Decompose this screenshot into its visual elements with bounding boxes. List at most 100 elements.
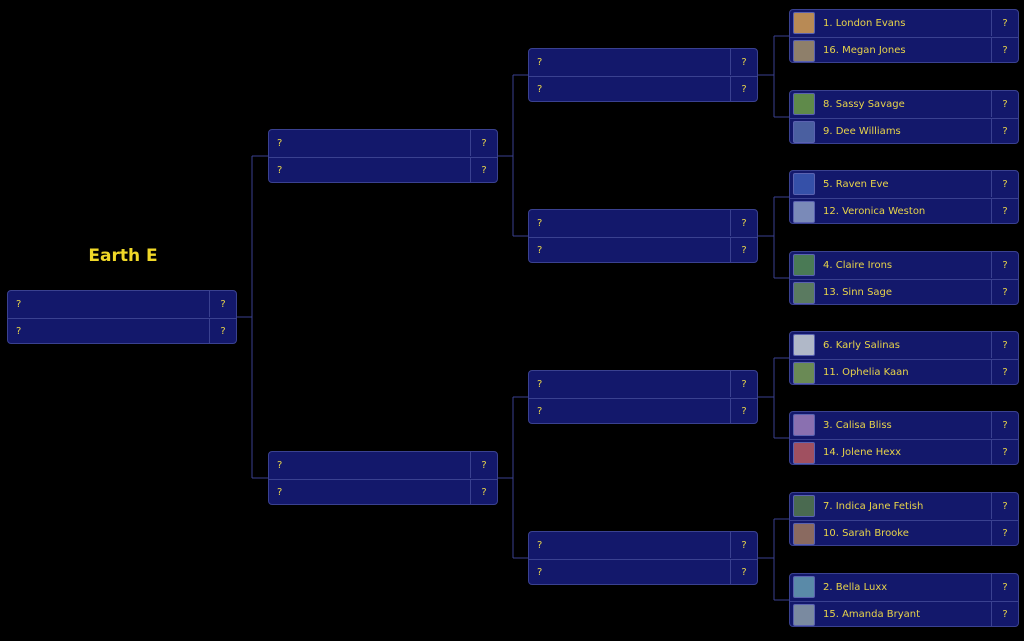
competitor-avatar [793, 201, 815, 223]
match-slot-bottom[interactable]: ?? [269, 157, 497, 183]
match-slot-top[interactable]: ?? [529, 532, 757, 558]
competitor-name: ? [269, 138, 470, 149]
match-slot-bottom[interactable]: 13. Sinn Sage? [790, 279, 1018, 305]
match-slot-bottom[interactable]: ?? [529, 76, 757, 102]
competitor-name: 8. Sassy Savage [815, 99, 991, 110]
competitor-avatar [793, 576, 815, 598]
score-cell[interactable]: ? [991, 91, 1018, 117]
score-cell[interactable]: ? [991, 119, 1018, 144]
score-cell[interactable]: ? [470, 480, 497, 505]
match-slot-bottom[interactable]: ?? [269, 479, 497, 505]
match-slot-top[interactable]: ?? [529, 49, 757, 75]
competitor-name: ? [269, 165, 470, 176]
score-cell[interactable]: ? [730, 77, 757, 102]
round1-match-8[interactable]: 2. Bella Luxx?15. Amanda Bryant? [789, 573, 1019, 627]
match-slot-bottom[interactable]: ?? [529, 237, 757, 263]
round1-match-7[interactable]: 7. Indica Jane Fetish?10. Sarah Brooke? [789, 492, 1019, 546]
match-slot-top[interactable]: 3. Calisa Bliss? [790, 412, 1018, 438]
score-cell[interactable]: ? [991, 171, 1018, 197]
score-cell[interactable]: ? [991, 38, 1018, 63]
match-slot-bottom[interactable]: 15. Amanda Bryant? [790, 601, 1018, 627]
score-cell[interactable]: ? [991, 412, 1018, 438]
round1-match-2[interactable]: 8. Sassy Savage?9. Dee Williams? [789, 90, 1019, 144]
match-slot-bottom[interactable]: 14. Jolene Hexx? [790, 439, 1018, 465]
round1-match-1[interactable]: 1. London Evans?16. Megan Jones? [789, 9, 1019, 63]
match-slot-top[interactable]: 2. Bella Luxx? [790, 574, 1018, 600]
score-cell[interactable]: ? [470, 130, 497, 156]
score-cell[interactable]: ? [991, 360, 1018, 385]
competitor-name: 15. Amanda Bryant [815, 609, 991, 620]
competitor-name: 6. Karly Salinas [815, 340, 991, 351]
score-cell[interactable]: ? [209, 291, 236, 317]
score-cell[interactable]: ? [730, 532, 757, 558]
competitor-name: 14. Jolene Hexx [815, 447, 991, 458]
score-cell[interactable]: ? [991, 199, 1018, 224]
score-cell[interactable]: ? [991, 280, 1018, 305]
round3-match-1[interactable]: ???? [268, 129, 498, 183]
score-cell[interactable]: ? [470, 158, 497, 183]
score-cell[interactable]: ? [730, 49, 757, 75]
competitor-name: ? [529, 379, 730, 390]
match-slot-bottom[interactable]: ?? [8, 318, 236, 344]
round2-match-4[interactable]: ???? [528, 531, 758, 585]
score-cell[interactable]: ? [209, 319, 236, 344]
round2-match-1[interactable]: ???? [528, 48, 758, 102]
score-cell[interactable]: ? [730, 210, 757, 236]
round3-match-2[interactable]: ???? [268, 451, 498, 505]
match-slot-top[interactable]: ?? [529, 371, 757, 397]
competitor-name: 9. Dee Williams [815, 126, 991, 137]
match-slot-bottom[interactable]: 12. Veronica Weston? [790, 198, 1018, 224]
match-slot-top[interactable]: 5. Raven Eve? [790, 171, 1018, 197]
match-slot-top[interactable]: 1. London Evans? [790, 10, 1018, 36]
round2-match-2[interactable]: ???? [528, 209, 758, 263]
match-slot-bottom[interactable]: 10. Sarah Brooke? [790, 520, 1018, 546]
competitor-avatar [793, 93, 815, 115]
match-slot-top[interactable]: ?? [529, 210, 757, 236]
final-match[interactable]: ???? [7, 290, 237, 344]
match-slot-top[interactable]: 4. Claire Irons? [790, 252, 1018, 278]
score-cell[interactable]: ? [730, 399, 757, 424]
competitor-avatar [793, 604, 815, 626]
competitor-avatar [793, 12, 815, 34]
competitor-avatar [793, 40, 815, 62]
competitor-name: ? [529, 57, 730, 68]
round1-match-6[interactable]: 3. Calisa Bliss?14. Jolene Hexx? [789, 411, 1019, 465]
score-cell[interactable]: ? [991, 493, 1018, 519]
competitor-avatar [793, 334, 815, 356]
competitor-name: 7. Indica Jane Fetish [815, 501, 991, 512]
competitor-avatar [793, 362, 815, 384]
score-cell[interactable]: ? [730, 371, 757, 397]
match-slot-top[interactable]: ?? [269, 130, 497, 156]
competitor-avatar [793, 414, 815, 436]
score-cell[interactable]: ? [991, 10, 1018, 36]
round1-match-5[interactable]: 6. Karly Salinas?11. Ophelia Kaan? [789, 331, 1019, 385]
score-cell[interactable]: ? [991, 332, 1018, 358]
competitor-name: ? [269, 487, 470, 498]
competitor-name: 5. Raven Eve [815, 179, 991, 190]
match-slot-bottom[interactable]: ?? [529, 398, 757, 424]
round1-match-4[interactable]: 4. Claire Irons?13. Sinn Sage? [789, 251, 1019, 305]
competitor-avatar [793, 523, 815, 545]
match-slot-top[interactable]: ?? [8, 291, 236, 317]
match-slot-bottom[interactable]: 16. Megan Jones? [790, 37, 1018, 63]
score-cell[interactable]: ? [991, 252, 1018, 278]
score-cell[interactable]: ? [730, 238, 757, 263]
match-slot-top[interactable]: 8. Sassy Savage? [790, 91, 1018, 117]
round1-match-3[interactable]: 5. Raven Eve?12. Veronica Weston? [789, 170, 1019, 224]
competitor-name: ? [529, 245, 730, 256]
score-cell[interactable]: ? [991, 440, 1018, 465]
match-slot-bottom[interactable]: 11. Ophelia Kaan? [790, 359, 1018, 385]
match-slot-bottom[interactable]: ?? [529, 559, 757, 585]
score-cell[interactable]: ? [730, 560, 757, 585]
score-cell[interactable]: ? [470, 452, 497, 478]
match-slot-top[interactable]: ?? [269, 452, 497, 478]
competitor-name: 13. Sinn Sage [815, 287, 991, 298]
match-slot-top[interactable]: 7. Indica Jane Fetish? [790, 493, 1018, 519]
round2-match-3[interactable]: ???? [528, 370, 758, 424]
score-cell[interactable]: ? [991, 574, 1018, 600]
score-cell[interactable]: ? [991, 602, 1018, 627]
match-slot-bottom[interactable]: 9. Dee Williams? [790, 118, 1018, 144]
score-cell[interactable]: ? [991, 521, 1018, 546]
match-slot-top[interactable]: 6. Karly Salinas? [790, 332, 1018, 358]
competitor-name: 11. Ophelia Kaan [815, 367, 991, 378]
